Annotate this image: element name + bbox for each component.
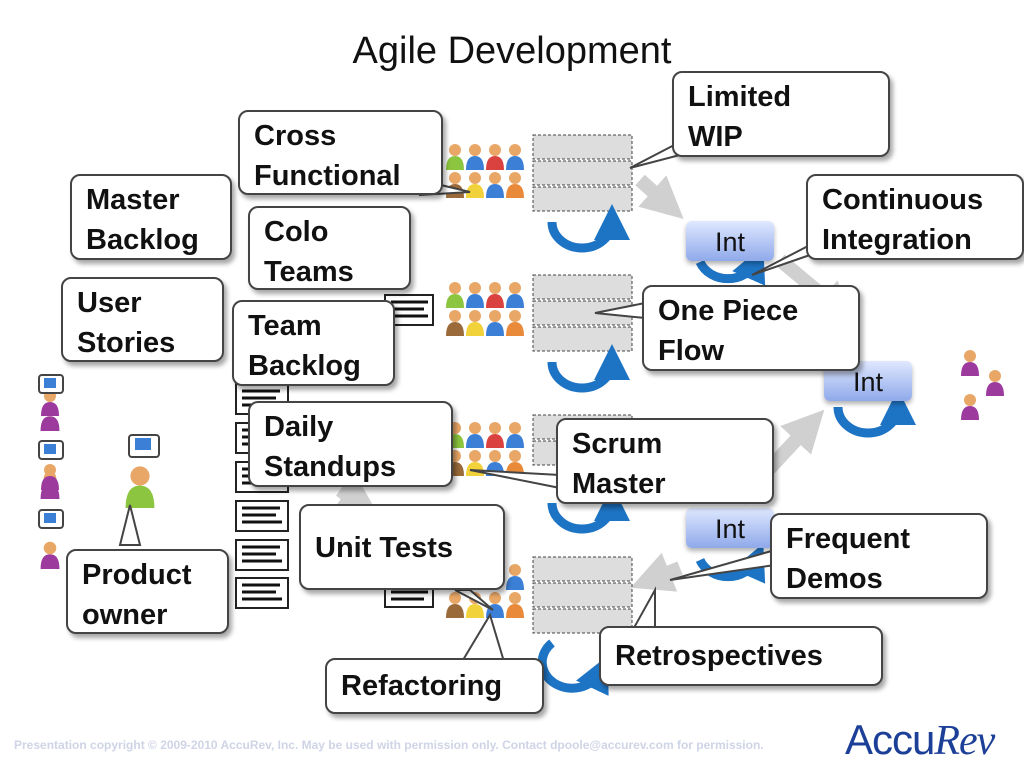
cycle-arrow-icon xyxy=(547,344,630,393)
int-label: Int xyxy=(824,361,912,401)
callout-line: Colo xyxy=(264,216,329,248)
page-title: Agile Development xyxy=(352,30,672,72)
person-icon xyxy=(40,541,60,569)
callout-continuous-integration: Continuous Integration xyxy=(806,174,1024,260)
callout-line: Frequent xyxy=(786,523,911,555)
person-icon xyxy=(486,144,504,170)
person-icon xyxy=(506,310,524,336)
cycle-arrow-icon xyxy=(547,485,630,534)
callout-line: Limited xyxy=(688,81,792,113)
callout-line: Team xyxy=(248,310,322,342)
cycle-arrow-icon xyxy=(547,204,630,253)
callout-line: Standups xyxy=(264,451,397,483)
person-icon xyxy=(486,422,504,448)
callout-user-stories: User Stories xyxy=(61,277,224,362)
callout-one-piece-flow: One Piece Flow xyxy=(642,285,860,371)
callout-line: Demos xyxy=(786,563,883,595)
person-icon xyxy=(506,172,524,198)
cycle-arrow-icon xyxy=(695,245,766,286)
callout-line: Backlog xyxy=(248,350,361,382)
logo-text-rev: Rev xyxy=(934,718,995,764)
person-icon xyxy=(486,282,504,308)
person-icon xyxy=(486,172,504,198)
wip-board-4 xyxy=(532,556,633,634)
callout-line: owner xyxy=(82,599,168,631)
copyright-footer: Presentation copyright © 2009-2010 AccuR… xyxy=(14,738,764,752)
logo-text-accu: Accu xyxy=(845,716,935,763)
callout-scrum-master: Scrum Master xyxy=(556,418,774,504)
people-groups xyxy=(40,144,1004,618)
person-icon xyxy=(961,350,979,376)
callout-product-owner: Product owner xyxy=(66,549,229,634)
callout-refactoring: Refactoring xyxy=(325,658,544,714)
callout-line: Refactoring xyxy=(341,670,503,702)
int-label: Int xyxy=(686,221,774,261)
callout-line: Retrospectives xyxy=(615,640,823,672)
callout-retrospectives: Retrospectives xyxy=(599,626,883,686)
callout-line: Scrum xyxy=(572,428,663,460)
person-icon xyxy=(446,310,464,336)
callout-line: Continuous xyxy=(822,184,984,216)
document-stacks xyxy=(235,294,434,609)
callout-limited-wip: Limited WIP xyxy=(672,71,890,157)
callout-master-backlog: Master Backlog xyxy=(70,174,232,260)
person-icon xyxy=(466,422,484,448)
person-icon xyxy=(466,310,484,336)
callout-line: Integration xyxy=(822,224,972,256)
callout-line: One Piece xyxy=(658,295,799,327)
callout-line: User xyxy=(77,287,142,319)
callout-line: Flow xyxy=(658,335,725,367)
flow-arrow-icon xyxy=(635,174,684,219)
stakeholder-bubbles xyxy=(38,374,160,529)
callout-unit-tests: Unit Tests xyxy=(299,504,505,590)
person-icon xyxy=(446,144,464,170)
person-icon xyxy=(506,144,524,170)
accurev-logo: AccuRev xyxy=(845,716,995,765)
person-icon xyxy=(986,370,1004,396)
callout-pointers xyxy=(118,140,811,666)
callout-line: WIP xyxy=(688,121,743,153)
callout-cross-functional: Cross Functional xyxy=(238,110,443,195)
callout-daily-standups: Daily Standups xyxy=(248,401,453,487)
person-icon xyxy=(506,592,524,618)
callout-line: Functional xyxy=(254,160,401,192)
person-icon xyxy=(506,422,524,448)
person-icon xyxy=(961,394,979,420)
flow-arrow-icon xyxy=(630,552,683,592)
cycle-arrow-icon xyxy=(537,639,609,696)
callout-team-backlog: Team Backlog xyxy=(232,300,395,386)
person-icon xyxy=(125,466,155,508)
callout-line: Backlog xyxy=(86,224,199,256)
int-label: Int xyxy=(686,508,774,548)
callout-colo-teams: Colo Teams xyxy=(248,206,411,290)
cycle-arrow-icon xyxy=(833,389,916,438)
person-icon xyxy=(466,144,484,170)
callout-line: Cross xyxy=(254,120,337,152)
flow-arrow-icon xyxy=(332,475,380,517)
callout-line: Teams xyxy=(264,256,354,288)
person-icon xyxy=(506,282,524,308)
callout-line: Unit Tests xyxy=(315,532,454,564)
callout-frequent-demos: Frequent Demos xyxy=(770,513,988,599)
person-icon xyxy=(446,282,464,308)
person-icon xyxy=(466,282,484,308)
person-icon xyxy=(446,592,464,618)
callout-line: Master xyxy=(572,468,666,500)
wip-board-1 xyxy=(532,134,633,212)
person-icon xyxy=(486,310,504,336)
callout-line: Stories xyxy=(77,327,176,359)
callout-line: Daily xyxy=(264,411,334,443)
person-icon xyxy=(466,172,484,198)
person-icon xyxy=(41,464,59,490)
person-icon xyxy=(506,564,524,590)
callout-line: Master xyxy=(86,184,180,216)
callout-line: Product xyxy=(82,559,192,591)
